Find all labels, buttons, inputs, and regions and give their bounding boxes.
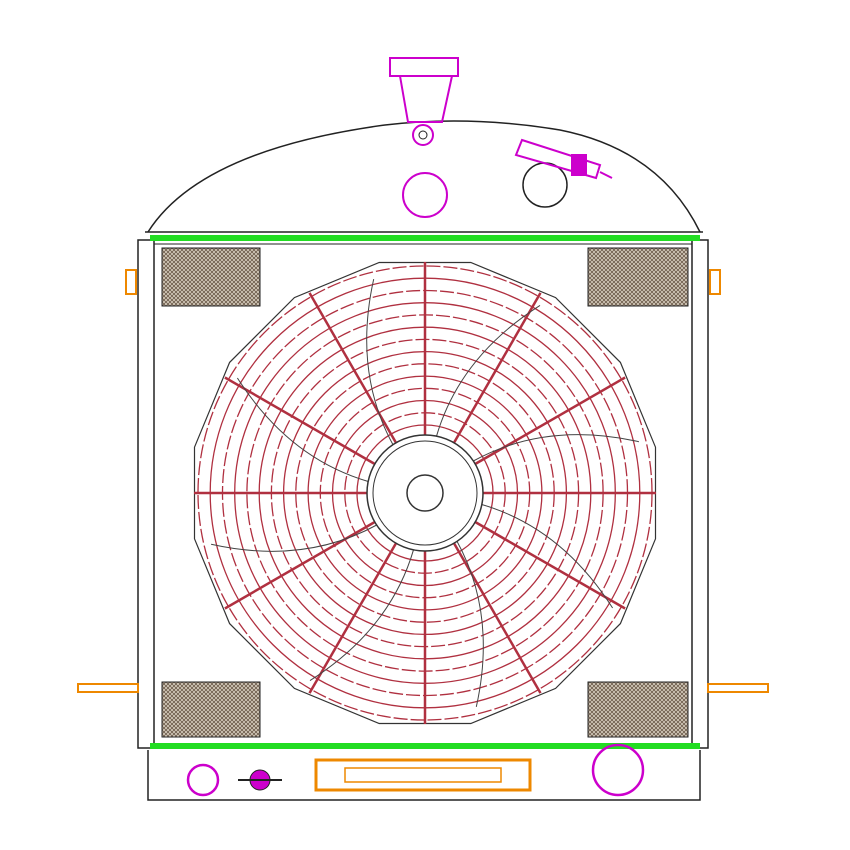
fan-hub-inner — [372, 440, 478, 546]
lower-outlet — [591, 743, 645, 797]
fan-hub — [366, 434, 484, 552]
left-outlet-pipe — [77, 683, 139, 693]
fan-blade — [210, 524, 377, 552]
fan-assembly — [193, 261, 657, 725]
bottom-bracket — [314, 758, 532, 792]
fan-blade — [309, 549, 414, 682]
fan-blade — [436, 304, 541, 437]
filler-port-icon — [412, 124, 434, 146]
filler-cap — [389, 57, 459, 77]
fan-blade — [481, 504, 614, 609]
bottom-tank — [147, 750, 701, 801]
filler-neck — [399, 75, 453, 123]
right-outlet-pipe — [707, 683, 769, 693]
fan-blade — [456, 541, 484, 708]
fan-blade — [236, 377, 369, 482]
hatch-pad-top-left — [161, 247, 261, 307]
fan-blade — [473, 434, 640, 462]
fan-guard-spoke — [308, 292, 398, 444]
fan-guard-spoke — [474, 376, 626, 466]
hatch-pad-top-right — [587, 247, 689, 307]
right-side-channel — [691, 239, 709, 749]
upper-inlet-right — [522, 162, 568, 208]
bottom-bracket-slot — [344, 767, 502, 783]
fan-motor-shaft — [406, 474, 444, 512]
right-mount-tab — [709, 269, 721, 295]
fan-guard-spoke — [474, 520, 626, 610]
drain-port — [186, 763, 220, 797]
hatch-pad-bottom-right — [587, 681, 689, 738]
top-tank-dome — [147, 120, 701, 233]
fan-shroud — [193, 261, 657, 725]
filler-port-center — [418, 130, 428, 140]
fan-blade — [366, 278, 394, 445]
overflow-fitting — [514, 138, 613, 180]
fan-guard-spoke — [308, 542, 398, 694]
fan-guard-spoke — [224, 376, 376, 466]
left-mount-tab — [125, 269, 137, 295]
left-side-channel — [137, 239, 155, 749]
fan-guard-spoke — [452, 292, 542, 444]
fan-guard-spoke — [224, 520, 376, 610]
hatch-pad-bottom-left — [161, 681, 261, 738]
fan-guard-spoke — [452, 542, 542, 694]
upper-inlet-left — [402, 172, 448, 218]
